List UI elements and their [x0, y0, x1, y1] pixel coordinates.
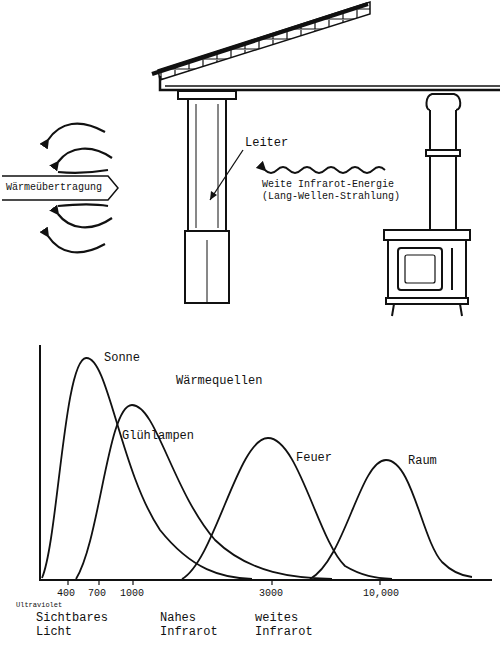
curve-label: Feuer — [296, 452, 332, 466]
leader-line — [210, 150, 243, 200]
curve-label: Glühlampen — [122, 430, 194, 444]
band-label: Nahes Infrarot — [160, 612, 230, 640]
band-label: Sichtbares Licht — [36, 612, 116, 640]
infrared-wave — [265, 167, 385, 173]
axis-tick-label: 700 — [88, 588, 106, 600]
leader-arrowhead — [210, 191, 217, 200]
emission-curves — [42, 358, 472, 579]
heat-transfer-arrows — [2, 124, 118, 253]
axis-tick-label: 1000 — [120, 588, 144, 600]
radiation-label: Weite Infrarot-Energie (Lang-Wellen-Stra… — [262, 179, 412, 202]
band-label: weites Infrarot — [255, 612, 325, 640]
axis-tick-label: 400 — [57, 588, 75, 600]
post — [178, 91, 236, 303]
band-label: Ultraviolet — [16, 601, 62, 609]
roof — [152, 2, 500, 90]
curve-label: Sonne — [104, 352, 140, 366]
curve-label: Raum — [408, 455, 437, 469]
axis-tick-label: 3000 — [259, 588, 283, 600]
part-label: Leiter — [245, 137, 288, 151]
heat-transfer-label: Wärmeübertragung — [5, 182, 103, 194]
chart-axes — [39, 345, 492, 585]
chart-title: Wärmequellen — [176, 375, 262, 389]
axis-tick-label: 10,000 — [363, 588, 399, 600]
wood-stove — [384, 94, 470, 316]
